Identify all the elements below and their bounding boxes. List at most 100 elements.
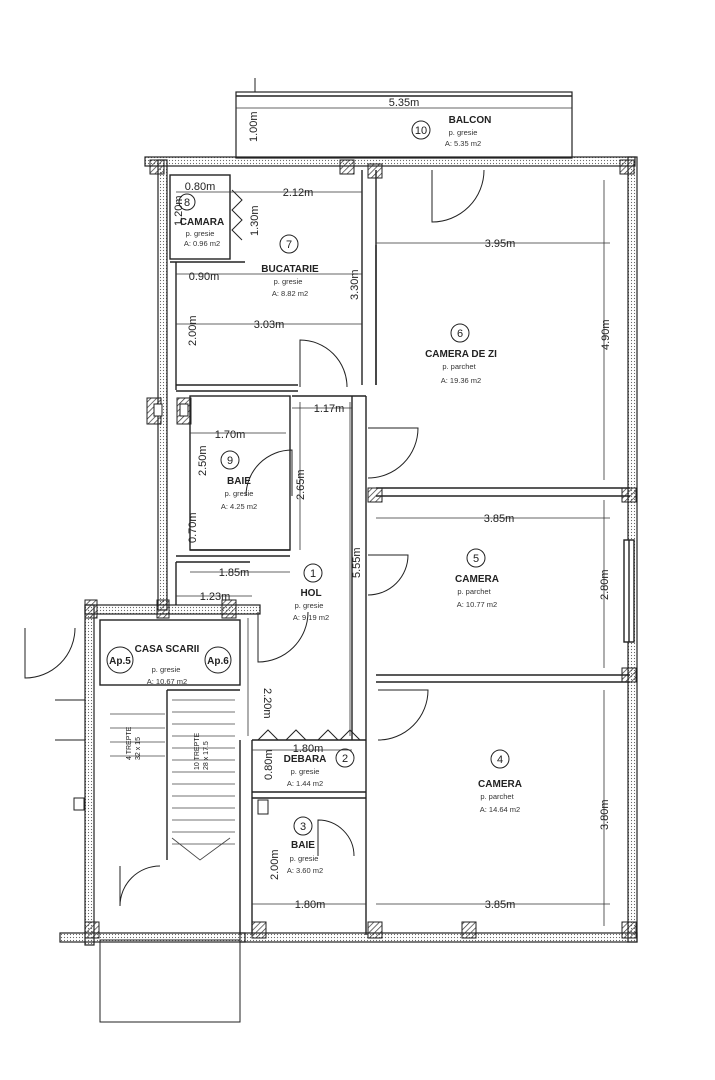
room-number-circle (466, 548, 486, 568)
dim-camara-width: 0.80m (185, 181, 216, 193)
room-floor: p. gresie (295, 601, 324, 610)
room-name: CAMERA (455, 574, 499, 585)
room-number: 10 (415, 125, 427, 137)
room-area: A: 1.44 m2 (287, 779, 323, 788)
dim-hall-lower: 2.20m (261, 688, 273, 719)
room-area: A: 8.82 m2 (272, 289, 308, 298)
room-name: BAIE (227, 476, 251, 487)
room-10-balcon: 10 BALCON p. gresie A: 5.35 m2 (411, 115, 491, 148)
stair-size-label: 28 x 17.5 (203, 741, 210, 770)
room-1-hol: 1 HOL p. gresie A: 9.19 m2 (293, 563, 329, 622)
room-9-baie: 9 BAIE p. gresie A: 4.25 m2 (220, 450, 257, 511)
stairwell-floor: p. gresie (152, 665, 181, 674)
room-name: DEBARA (284, 754, 327, 765)
dim-room5-height: 2.80m (599, 569, 611, 600)
room-number-circle (178, 193, 196, 211)
dim-balcony-depth: 1.00m (248, 111, 260, 142)
room-number-circle (279, 234, 299, 254)
room-3-baie: 3 BAIE p. gresie A: 3.60 m2 (287, 816, 323, 875)
stairwell: CASA SCARII p. gresie A: 10.67 m2 Ap.5 A… (106, 644, 232, 770)
dim-kitchen-lower: 0.90m (189, 271, 220, 283)
room-number: 2 (342, 753, 348, 765)
room-area: A: 3.60 m2 (287, 866, 323, 875)
interior-walls (99, 78, 635, 935)
dim-living-height: 4.90m (600, 319, 612, 350)
dim-hall-long: 5.55m (351, 547, 363, 578)
stairwell-area: A: 10.67 m2 (147, 677, 187, 686)
dim-camara-height: 1.30m (249, 205, 261, 236)
dim-hall-width: 1.85m (219, 567, 250, 579)
dimension-lines (176, 107, 610, 926)
room-name: BUCATARIE (261, 264, 319, 275)
apartment-label-left: Ap.5 (109, 656, 131, 667)
dim-room4-height: 3.80m (599, 799, 611, 830)
apartment-marker-circle (204, 646, 232, 674)
dim-kitchen-left: 2.00m (187, 315, 199, 346)
dim-storage-height: 0.80m (263, 749, 275, 780)
room-floor: p. gresie (186, 229, 215, 238)
room-number: 8 (184, 197, 190, 209)
dim-bath3-width: 1.80m (295, 899, 326, 911)
room-2-debara: DEBARA 2 p. gresie A: 1.44 m2 (284, 748, 355, 788)
room-6-camera-de-zi: 6 CAMERA DE ZI p. parchet A: 19.36 m2 (425, 323, 497, 385)
dim-bath-width: 1.70m (215, 429, 246, 441)
dim-storage-width: 1.80m (293, 743, 324, 755)
room-name: CAMERA (478, 779, 522, 790)
apartment-marker-circle (106, 646, 134, 674)
stair-steps-label: 4 TREPTE (126, 726, 133, 760)
room-number-circle (450, 323, 470, 343)
room-floor: p. parchet (457, 587, 491, 596)
room-8-camara: 8 CAMARA p. gresie A: 0.96 m2 (178, 193, 224, 248)
dim-hall-mid: 2.65m (295, 469, 307, 500)
dim-kitchen-full: 3.03m (254, 319, 285, 331)
dim-hall-top: 1.17m (314, 403, 345, 415)
stairwell-name: CASA SCARII (135, 644, 200, 655)
room-number: 3 (300, 821, 306, 833)
room-name: HOL (300, 588, 321, 599)
room-area: A: 0.96 m2 (184, 239, 220, 248)
room-floor: p. gresie (225, 489, 254, 498)
room-number-circle (411, 120, 431, 140)
dim-kitchen-width: 2.12m (283, 187, 314, 199)
room-number-circle (490, 749, 510, 769)
room-number-circle (293, 816, 313, 836)
dim-living-width: 3.95m (485, 238, 516, 250)
room-area: A: 14.64 m2 (480, 805, 520, 814)
entrance (55, 699, 241, 1023)
dim-bath3-height: 2.00m (269, 849, 281, 880)
stair-steps-label: 10 TREPTE (194, 732, 201, 770)
room-7-bucatarie: 7 BUCATARIE p. gresie A: 8.82 m2 (261, 234, 319, 298)
room-floor: p. gresie (274, 277, 303, 286)
room-number: 9 (227, 455, 233, 467)
fixtures (73, 403, 269, 815)
room-name: BAIE (291, 840, 315, 851)
room-floor: p. parchet (480, 792, 514, 801)
room-area: A: 19.36 m2 (441, 376, 481, 385)
room-floor: p. gresie (291, 767, 320, 776)
room-4-camera: 4 CAMERA p. parchet A: 14.64 m2 (478, 749, 522, 814)
stair-treads (110, 699, 235, 861)
dim-kitchen-height: 3.30m (349, 269, 361, 300)
room-number: 7 (286, 239, 292, 251)
dim-room5-width: 3.85m (484, 513, 515, 525)
dimension-labels: 5.35m 1.00m 0.80m 1.20m 1.30m 2.12m 0.90… (173, 97, 612, 911)
room-name: CAMARA (180, 217, 224, 228)
room-floor: p. parchet (442, 362, 476, 371)
dim-room4-width: 3.85m (485, 899, 516, 911)
room-area: A: 4.25 m2 (221, 502, 257, 511)
room-5-camera: 5 CAMERA p. parchet A: 10.77 m2 (455, 548, 499, 609)
dim-hall-short: 1.23m (200, 591, 231, 603)
dim-camara-depth: 1.20m (173, 195, 185, 226)
room-number-circle (335, 748, 355, 768)
room-number: 5 (473, 553, 479, 565)
room-number: 6 (457, 328, 463, 340)
room-name: CAMERA DE ZI (425, 349, 497, 360)
room-floor: p. gresie (290, 854, 319, 863)
room-number: 4 (497, 754, 503, 766)
room-floor: p. gresie (449, 128, 478, 137)
dim-bath-lower: 0.70m (187, 512, 199, 543)
room-number: 1 (310, 568, 316, 580)
room-number-circle (220, 450, 240, 470)
room-area: A: 10.77 m2 (457, 600, 497, 609)
room-area: A: 5.35 m2 (445, 139, 481, 148)
